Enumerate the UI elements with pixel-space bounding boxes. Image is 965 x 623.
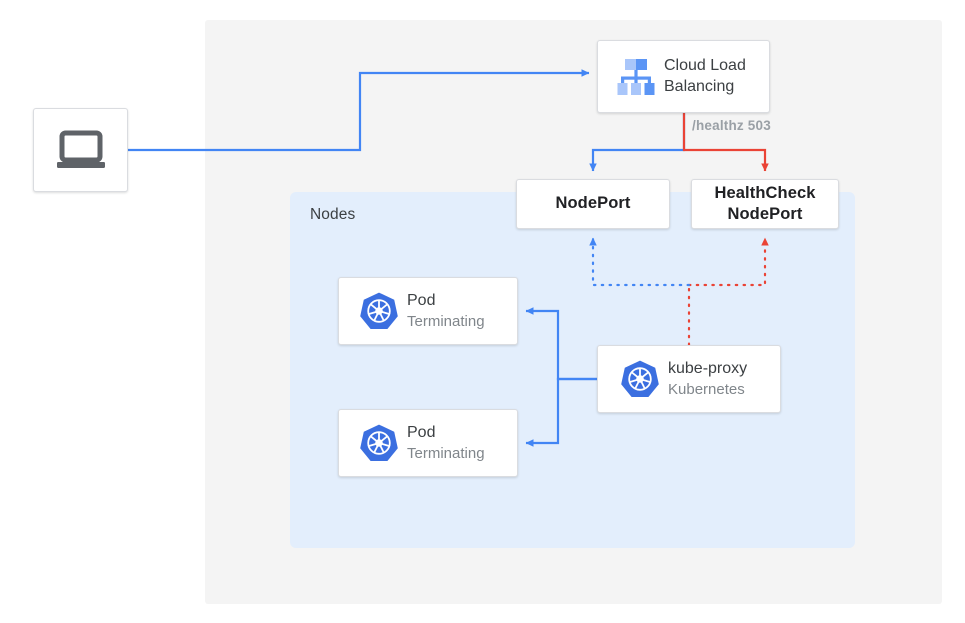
kube-proxy-node[interactable]: kube-proxy Kubernetes — [597, 345, 781, 413]
pod-node-1[interactable]: Pod Terminating — [338, 277, 518, 345]
pod-status-2: Terminating — [407, 444, 485, 462]
pod-text-1: Pod Terminating — [407, 291, 485, 331]
pod-node-2[interactable]: Pod Terminating — [338, 409, 518, 477]
nodeport-node[interactable]: NodePort — [516, 179, 670, 229]
nodeport-label: NodePort — [555, 194, 631, 213]
healthcheck-nodeport-node[interactable]: HealthCheck NodePort — [691, 179, 839, 229]
kubernetes-icon — [612, 359, 668, 399]
pod-text-2: Pod Terminating — [407, 423, 485, 463]
healthcheck-nodeport-label-line1: HealthCheck — [714, 183, 816, 202]
kube-proxy-text: kube-proxy Kubernetes — [668, 359, 747, 399]
kube-proxy-name: kube-proxy — [668, 360, 748, 378]
cloud-load-balancing-node[interactable]: Cloud Load Balancing — [597, 40, 770, 113]
laptop-icon — [34, 128, 127, 172]
cloud-load-balancing-title-line1: Cloud Load — [664, 57, 746, 75]
kubernetes-icon — [351, 291, 407, 331]
healthz-edge-label: /healthz 503 — [692, 118, 771, 133]
client-node[interactable] — [33, 108, 128, 192]
healthcheck-nodeport-text: HealthCheck NodePort — [714, 183, 815, 226]
cloud-load-balancing-icon — [608, 57, 664, 97]
cloud-load-balancing-text: Cloud Load Balancing — [664, 56, 746, 97]
cloud-load-balancing-title-line2: Balancing — [664, 77, 735, 95]
kubernetes-icon — [351, 423, 407, 463]
pod-name-2: Pod — [407, 424, 436, 442]
pod-status-1: Terminating — [407, 312, 485, 330]
nodes-group-label: Nodes — [310, 206, 356, 223]
kube-proxy-platform: Kubernetes — [668, 380, 745, 398]
pod-name-1: Pod — [407, 292, 436, 310]
healthcheck-nodeport-label-line2: NodePort — [727, 205, 803, 223]
